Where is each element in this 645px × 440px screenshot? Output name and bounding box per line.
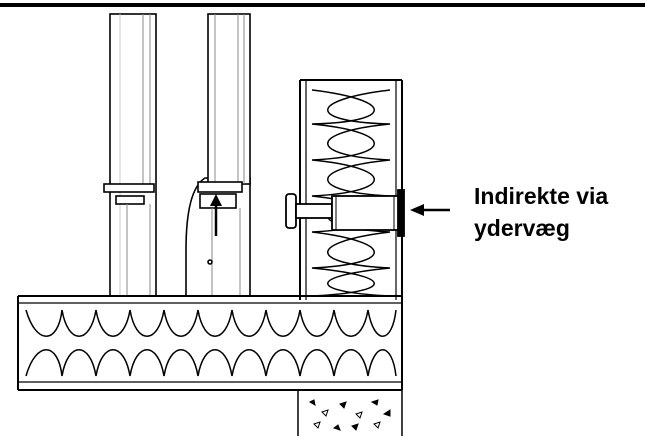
floor-slab: [17, 295, 403, 391]
window-frame-middle: [185, 13, 251, 296]
concrete-foundation: [297, 390, 403, 436]
floor-insulation: [25, 309, 397, 377]
outer-wall: [299, 79, 403, 300]
arrow-up-icon: [210, 194, 222, 236]
annotation-line-1: Indirekte via: [474, 183, 609, 209]
annotation-line-2: ydervæg: [474, 215, 570, 241]
arrow-left-icon: [410, 204, 450, 216]
wall-connector: [285, 189, 405, 237]
annotation-label: Indirekte via ydervæg: [474, 180, 644, 244]
wall-insulation: [311, 89, 391, 297]
window-frame-left: [103, 13, 157, 297]
